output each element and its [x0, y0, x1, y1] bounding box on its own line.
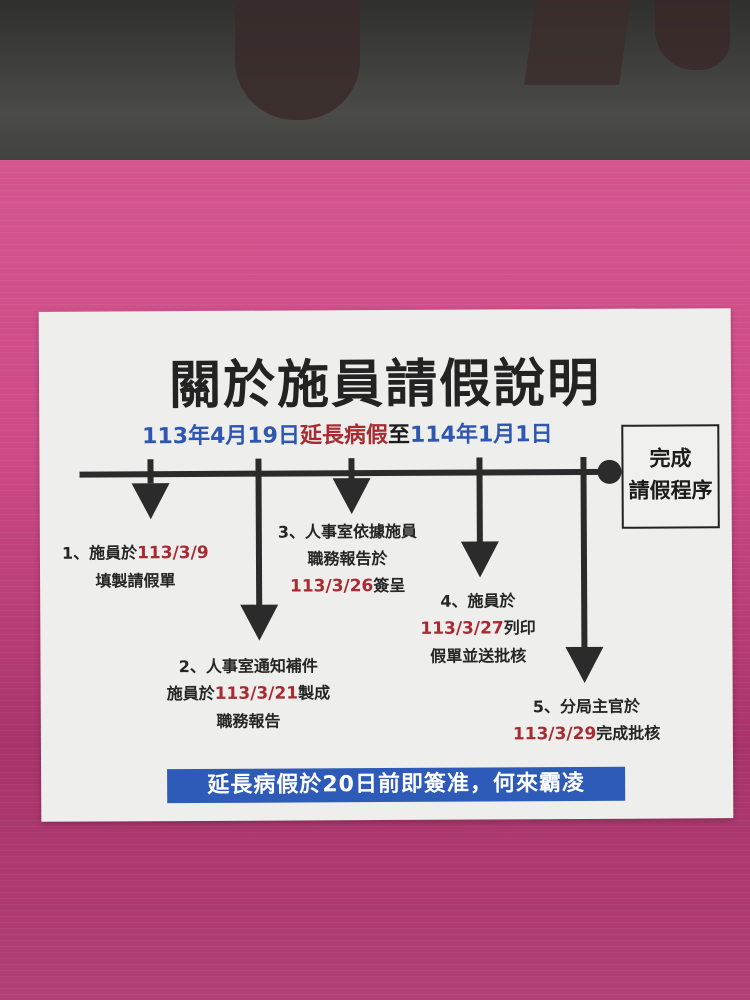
step-2-text: 2、人事室通知補件 [178, 656, 318, 677]
arrow-5-shaft [580, 456, 588, 652]
step-2: 2、人事室通知補件 施員於113/3/21製成 職務報告 [166, 652, 331, 735]
conclusion-banner: 延長病假於20日前即簽准，何來霸凌 [167, 766, 626, 804]
step-1-text: 1、施員於 [61, 543, 138, 563]
completion-line-2: 請假程序 [628, 478, 713, 503]
subtitle-end-date: 114年1月1日 [409, 422, 553, 448]
arrow-1-head-icon [131, 483, 170, 520]
background-object [655, 0, 730, 70]
background-object [235, 0, 360, 120]
subtitle-to: 至 [387, 422, 411, 448]
step-2-date: 113/3/21 [214, 683, 299, 704]
poster-subtitle: 113年4月19日延長病假至114年1月1日 [1, 415, 693, 451]
background-wall [0, 0, 750, 160]
step-3-document: 職務報告於 [307, 548, 388, 569]
step-2-document: 職務報告 [216, 711, 281, 731]
step-2-subject: 施員於 [166, 683, 215, 704]
step-4: 4、施員於 113/3/27列印 假單並送批核 [420, 587, 536, 670]
completion-line-1: 完成 [649, 446, 692, 471]
subtitle-start-date: 113年4月19日 [142, 423, 301, 450]
arrow-3-head-icon [332, 478, 371, 515]
arrow-3-shaft [348, 458, 355, 481]
step-3: 3、人事室依據施員 職務報告於 113/3/26簽呈 [278, 518, 418, 601]
step-5: 5、分局主官於 113/3/29完成批核 [513, 693, 661, 749]
arrow-2-head-icon [240, 604, 279, 641]
arrow-5-head-icon [565, 646, 604, 684]
step-2-action: 製成 [298, 683, 331, 703]
step-4-action: 列印 [503, 618, 536, 638]
step-1-action: 填製請假單 [95, 571, 176, 591]
step-3-action: 簽呈 [373, 575, 406, 596]
step-3-text: 3、人事室依據施員 [277, 521, 418, 542]
arrow-4-head-icon [460, 541, 500, 578]
timeline-end-dot [597, 459, 622, 484]
arrow-4-shaft [476, 457, 483, 543]
notice-paper: 關於施員請假說明 113年4月19日延長病假至114年1月1日 完成 請假程序 … [38, 308, 734, 822]
step-4-text: 4、施員於 [440, 591, 516, 611]
arrow-2-shaft [255, 458, 263, 609]
arrow-1-shaft [147, 459, 154, 484]
timeline-line [79, 468, 610, 478]
subtitle-leave-type: 延長病假 [299, 422, 389, 449]
step-5-text: 5、分局主官於 [532, 696, 641, 717]
step-4-date: 113/3/27 [420, 618, 504, 639]
completion-box: 完成 請假程序 [621, 424, 720, 529]
step-1-date: 113/3/9 [137, 542, 209, 564]
poster-title: 關於施員請假說明 [168, 353, 602, 417]
step-5-date: 113/3/29 [512, 723, 597, 745]
step-1: 1、施員於113/3/9 填製請假單 [62, 539, 209, 595]
step-5-action: 完成批核 [596, 723, 661, 743]
step-3-date: 113/3/26 [289, 576, 374, 597]
background-object [524, 0, 631, 85]
step-4-document: 假單並送批核 [430, 646, 527, 666]
